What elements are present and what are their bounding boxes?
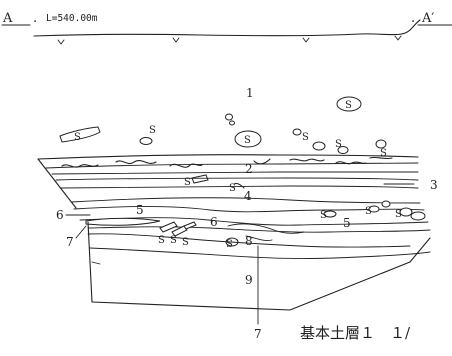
stone-8 [312,141,326,151]
boundary-layer3-bottom [59,185,419,189]
stone-label: S [244,135,251,146]
layer-label-2: 2 [245,162,253,176]
section-dot-left: . [33,11,37,26]
stone-9 [337,146,349,154]
layer2-lens-3 [169,163,203,168]
ground-profile-line [33,19,421,37]
section-dot-right: . [411,11,415,26]
layer7-line [87,233,411,248]
profile-tick-4 [394,35,402,41]
layer-label-6a: 6 [56,208,64,222]
layer7-left-leader [75,225,87,239]
profile-tick-3 [302,37,310,43]
left-wall-vertical [87,221,93,303]
stone-16 [159,221,178,233]
layer-label-5b: 5 [343,216,351,230]
stone-label: S [345,100,352,111]
layer2-lens-6 [335,161,367,165]
layer2-lens-4 [253,158,271,165]
profile-tick-1 [57,39,65,45]
stone-label: S [335,139,342,150]
stone-17 [171,225,188,237]
stone-2 [225,113,233,121]
layer-label-7b: 7 [254,327,262,341]
layer-label-8: 8 [245,234,253,248]
layer2-line-a [45,162,419,169]
stone-label: S [302,132,309,143]
stone-label: S [395,209,402,220]
layer2-lens-2 [115,160,157,165]
layer-label-9: 9 [245,273,253,287]
layer2-stone-b [233,183,245,189]
layer-label-4: 4 [244,189,252,203]
left-wall-stub [91,261,101,265]
caption: 基本土層１ １/ [300,324,411,342]
stone-label: S [74,132,81,143]
stone-10 [375,139,387,149]
stone-5 [59,126,101,143]
stone-label: S [365,206,372,217]
layer6-bottom [87,226,431,233]
stone-1 [336,96,362,112]
layer2-lens-1 [61,164,99,168]
layer2-stone [191,174,209,184]
stone-label: S [149,125,156,136]
layer5-bottom [79,217,429,226]
right-wall-slope [409,237,431,263]
stone-11 [323,210,337,218]
left-wall-slope [37,158,77,209]
stone-18 [183,221,197,230]
stone-6 [139,137,153,145]
stone-label: S [229,183,236,194]
section-marker-right: A′ [421,11,434,26]
boundary-layer3-top [55,177,419,181]
stone-15 [410,211,426,221]
stone-label: S [158,235,165,246]
layer6-lens-c [245,235,273,241]
excavation-base [91,261,411,311]
stone-label: S [170,235,177,246]
section-length-label: L=540.00m [46,13,98,24]
layer2-lens-7 [369,156,393,160]
layer2-lens-5 [289,158,325,162]
stone-label: S [226,239,233,250]
boundary-layer8-bottom [89,247,431,259]
stone-14 [399,207,413,217]
stone-label: S [182,237,189,248]
stone-label: S [320,210,327,221]
layer-label-7a: 7 [66,235,74,249]
stone-4 [234,130,262,148]
layer-label-3: 3 [430,178,438,192]
stone-label: S [184,177,191,188]
layer-label-6b: 6 [210,215,218,229]
stone-label: S [380,148,387,159]
layer6-lens [85,217,161,226]
layer6-lens-b [227,223,305,234]
layer-label-1: 1 [246,86,254,100]
stone-7 [292,128,302,136]
boundary-top [37,154,419,160]
stone-13 [381,200,391,208]
layer-label-5a: 5 [136,203,144,217]
profile-tick-2 [172,37,180,43]
section-marker-left: A [2,11,13,26]
stone-3 [229,120,235,126]
layer2-line-b [51,171,419,175]
stone-12 [368,205,380,213]
